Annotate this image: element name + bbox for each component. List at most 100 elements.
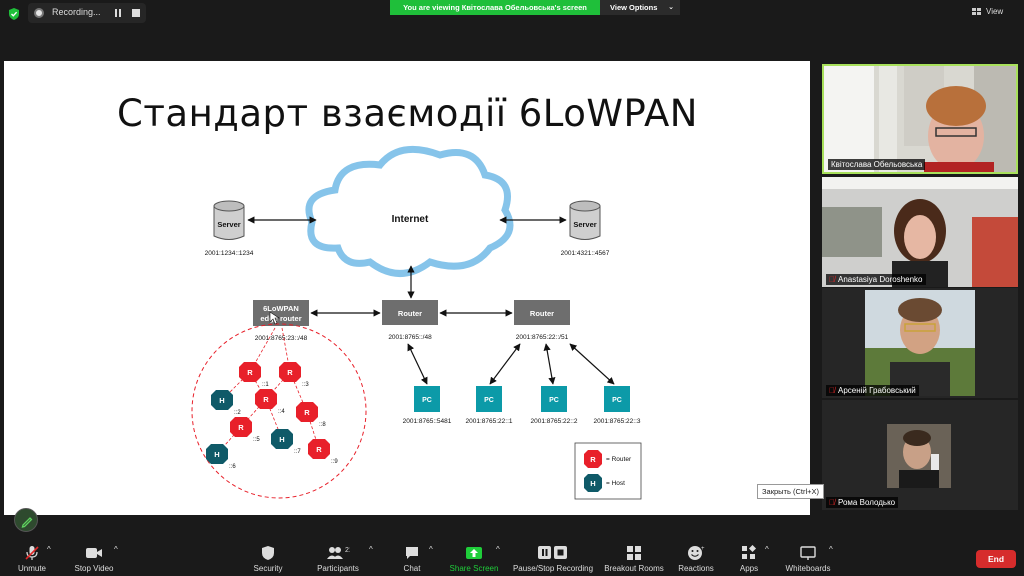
router-1-box [382, 300, 438, 325]
security-button[interactable]: Security [250, 545, 286, 573]
legend-host-letter: H [590, 479, 595, 488]
server-right-address: 2001:4321::4567 [561, 250, 610, 257]
participant-video-2 [822, 177, 1018, 287]
participant-video-1 [824, 66, 1016, 172]
whiteboards-options-caret[interactable]: ^ [829, 545, 833, 554]
participant-video-3 [865, 290, 975, 396]
pc-3-address: 2001:8765:22::2 [531, 418, 578, 425]
participant-name-tag: Квітослава Обельовська [828, 159, 926, 170]
mesh-node-h7: H ::7 [271, 429, 301, 455]
chat-button[interactable]: Chat [400, 545, 424, 573]
slide-title: Стандарт взаємодії 6LoWPAN [117, 92, 698, 135]
security-shield-icon[interactable] [8, 8, 20, 20]
svg-text:::9: ::9 [331, 459, 338, 465]
chat-options-caret[interactable]: ^ [429, 545, 433, 554]
server-right-icon [569, 200, 601, 240]
pc-4-address: 2001:8765:22::3 [594, 418, 641, 425]
pc-1-box [414, 386, 440, 412]
mouse-cursor-icon [269, 311, 280, 325]
participant-video-4 [887, 424, 951, 488]
pencil-icon [21, 517, 33, 528]
pc-3-box [541, 386, 567, 412]
annotate-button[interactable] [14, 508, 38, 532]
view-options-button[interactable]: View Options ⌄ [600, 0, 680, 15]
svg-text:R: R [316, 445, 322, 454]
muted-microphone-icon [25, 546, 39, 560]
chevron-up-icon: ^ [829, 545, 833, 554]
pause-recording-icon[interactable] [112, 7, 124, 19]
chevron-up-icon: ^ [47, 545, 51, 554]
pause-stop-icon [538, 546, 567, 559]
participant-tile-active-speaker[interactable]: Квітослава Обельовська [822, 64, 1018, 174]
chat-bubble-icon [406, 547, 418, 559]
pc-3-label: PC [549, 397, 559, 404]
participant-name-tag: 🎙̸Anastasiya Doroshenko [826, 274, 926, 285]
internet-cloud-icon [305, 145, 514, 277]
participant-name-tag: 🎙̸Рома Володько [826, 497, 899, 508]
svg-text:::1: ::1 [262, 382, 269, 388]
svg-text:::8: ::8 [319, 422, 326, 428]
mesh-node-r5: R ::5 [230, 417, 260, 443]
stop-video-button[interactable]: Stop Video [70, 545, 118, 573]
server-left-label: Server [217, 220, 240, 229]
svg-text:H: H [214, 450, 219, 459]
network-diagram: Internet Server 2001:1234::1234 Server 2… [191, 145, 642, 500]
svg-text:::3: ::3 [302, 382, 309, 388]
cloud-label: Internet [392, 214, 429, 225]
pause-stop-recording-button[interactable]: Pause/Stop Recording [512, 545, 594, 573]
chevron-up-icon: ^ [369, 545, 373, 554]
unmute-button[interactable]: Unmute [12, 545, 52, 573]
apps-options-caret[interactable]: ^ [765, 545, 769, 554]
mesh-boundary [191, 323, 367, 499]
whiteboards-label: Whiteboards [785, 564, 831, 573]
participant-tile[interactable]: 🎙̸Anastasiya Doroshenko [822, 177, 1018, 287]
stop-recording-icon[interactable] [130, 7, 142, 19]
svg-text:R: R [247, 368, 253, 377]
share-options-caret[interactable]: ^ [496, 545, 500, 554]
breakout-rooms-button[interactable]: Breakout Rooms [603, 545, 665, 573]
server-left-icon [213, 200, 245, 240]
participants-button[interactable]: 21 Participants [314, 545, 362, 573]
participants-count: 21 [345, 547, 350, 554]
participants-options-caret[interactable]: ^ [369, 545, 373, 554]
participant-tile[interactable]: 🎙̸Арсеній Грабовський [822, 288, 1018, 398]
end-meeting-button[interactable]: End [976, 550, 1016, 568]
edge-router-address: 2001:8765:23::/48 [255, 335, 308, 342]
pause-stop-recording-label: Pause/Stop Recording [512, 564, 594, 573]
video-options-caret[interactable]: ^ [114, 545, 118, 554]
reactions-button[interactable]: + Reactions [676, 545, 716, 573]
legend-router-text: = Router [606, 456, 632, 463]
svg-text:R: R [304, 408, 310, 417]
close-tooltip: Закрыть (Ctrl+X) [757, 484, 825, 499]
share-screen-button[interactable]: Share Screen [448, 545, 500, 573]
breakout-rooms-label: Breakout Rooms [604, 564, 664, 573]
pc-1-address: 2001:8765::5481 [403, 418, 452, 425]
chevron-up-icon: ^ [114, 545, 118, 554]
pc-4-box [604, 386, 630, 412]
participant-tile[interactable]: 🎙̸Рома Володько [822, 400, 1018, 510]
view-button[interactable]: View [986, 7, 1004, 16]
participants-icon: 21 [327, 547, 350, 559]
legend-box [574, 442, 642, 500]
muted-mic-icon: 🎙̸ [829, 386, 835, 395]
chat-label: Chat [403, 564, 421, 573]
router-1-address: 2001:8765::/48 [388, 334, 432, 341]
svg-text:H: H [279, 435, 284, 444]
recording-dot-icon [34, 8, 44, 18]
whiteboards-button[interactable]: Whiteboards [783, 545, 833, 573]
apps-button[interactable]: Apps [736, 545, 762, 573]
reactions-label: Reactions [678, 564, 714, 573]
muted-mic-icon: 🎙̸ [829, 275, 835, 284]
shield-icon [262, 546, 274, 560]
stop-video-label: Stop Video [74, 564, 114, 573]
router-2-box [514, 300, 570, 325]
svg-text:::7: ::7 [294, 449, 301, 455]
pc-2-address: 2001:8765:22::1 [466, 418, 513, 425]
audio-options-caret[interactable]: ^ [47, 545, 51, 554]
mesh-node-r1: R ::1 [239, 362, 269, 388]
pc-2-label: PC [484, 397, 494, 404]
legend-router-letter: R [590, 455, 596, 464]
smiley-icon: + [688, 546, 705, 560]
chevron-up-icon: ^ [496, 545, 500, 554]
svg-text:::6: ::6 [229, 464, 236, 470]
